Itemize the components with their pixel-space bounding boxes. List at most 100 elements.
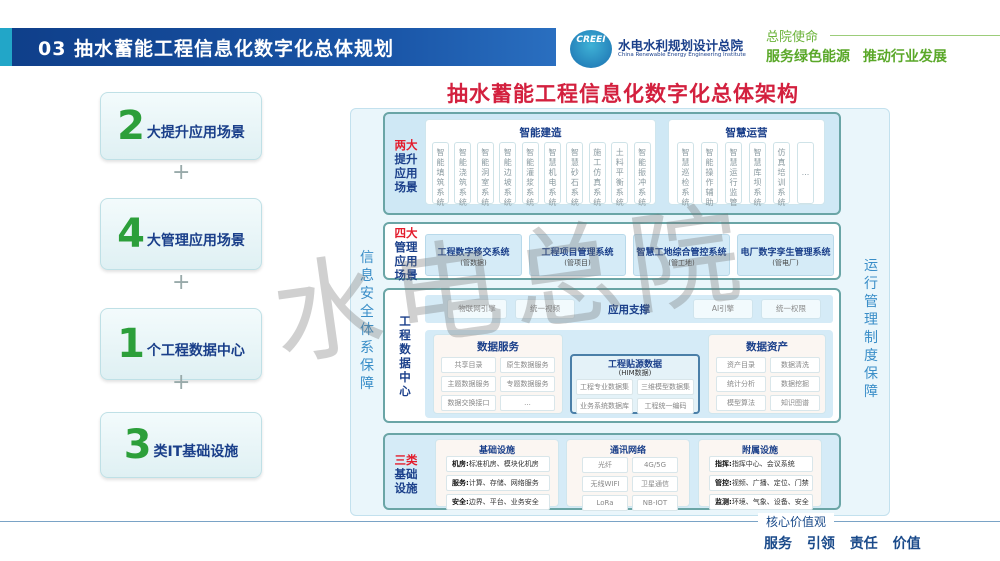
security-column: 信息安全体系保障	[360, 250, 374, 392]
section-infrastructure: 三类基础设施 基础设施 机房:标准机房、模块化机房服务:计算、存储、网络服务安全…	[383, 433, 841, 511]
facility-key: 安全:	[452, 498, 469, 506]
facility-key: 监测:	[715, 498, 732, 506]
network-item: 卫星通信	[632, 476, 678, 492]
card-text: 大管理应用场景	[146, 233, 245, 249]
facility-value: 指挥中心、会议系统	[731, 460, 795, 468]
facility-row: 机房:标准机房、模块化机房	[446, 456, 550, 472]
data-item: 工程统一编码	[637, 398, 694, 414]
facility-value: 环境、气象、设备、安全	[731, 498, 809, 506]
box-title: 附属设施	[741, 446, 778, 456]
system-item: 智能填筑系统	[432, 142, 449, 207]
data-item: 数据交换接口	[441, 395, 496, 411]
support-item: 统一权限	[761, 299, 821, 319]
box-title: 数据资产	[746, 341, 788, 353]
system-item: 智慧砂石系统	[566, 142, 584, 207]
facility-key: 指挥:	[715, 460, 732, 468]
facility-row: 指挥:指挥中心、会议系统	[709, 456, 813, 472]
data-item: 专题数据服务	[500, 376, 555, 392]
system-item: 仿真培训系统	[773, 142, 790, 207]
card-text: 类IT基础设施	[153, 444, 239, 460]
system-item: 智能浇筑系统	[454, 142, 472, 207]
smart-construction-box: 智能建造 智能填筑系统智能浇筑系统智能洞室系统智能边坡系统智能灌浆系统智慧机电系…	[425, 119, 656, 207]
data-item: 主题数据服务	[441, 376, 496, 392]
header-bar: 03 抽水蓄能工程信息化数字化总体规划	[0, 28, 556, 66]
facility-value: 边界、平台、业务安全	[468, 498, 539, 506]
system-scope: (管项目)	[564, 259, 591, 267]
data-item: 资产目录	[716, 357, 766, 373]
facility-key: 服务:	[452, 479, 469, 487]
section-upgrade-scenarios: 两大提升应用场景 智能建造 智能填筑系统智能浇筑系统智能洞室系统智能边坡系统智能…	[383, 112, 841, 215]
footer-divider	[0, 521, 1000, 522]
row-title: 应用支撑	[608, 304, 650, 316]
management-system: 电厂数字孪生管理系统(管电厂)	[737, 234, 834, 276]
system-name: 电厂数字孪生管理系统	[740, 248, 831, 258]
data-item: 统计分析	[716, 376, 766, 392]
system-item: 施工仿真系统	[588, 142, 606, 207]
system-item: 智能灌浆系统	[521, 142, 539, 207]
data-item: 数据清洗	[770, 357, 820, 373]
system-item: 智慧库坝系统	[749, 142, 766, 207]
smart-operation-box: 智慧运营 智慧巡检系统智能操作辅助智慧运行监管智慧库坝系统仿真培训系统...	[668, 119, 825, 207]
plus-icon: +	[172, 270, 191, 295]
system-item: 智慧机电系统	[544, 142, 561, 207]
system-item: 智慧巡检系统	[677, 142, 694, 207]
box-title: 智慧运营	[725, 127, 768, 139]
network-item: 无线WIFI	[582, 476, 628, 492]
system-item: 土料平衡系统	[611, 142, 629, 207]
creei-logo: CREEI	[570, 30, 612, 68]
mission-text: 服务绿色能源 推动行业发展	[766, 49, 947, 65]
facility-key: 机房:	[452, 460, 469, 468]
mission-divider	[830, 35, 1000, 36]
network-item: 4G/5G	[632, 457, 678, 473]
source-data-box: 工程贴源数据 (HIM数据) 工程专业数据集三维模型数据集业务系统数据库工程统一…	[570, 354, 700, 414]
core-values: 服务 引领 责任 价值	[764, 536, 921, 552]
label-highlight: 四大	[394, 226, 418, 240]
operation-column: 运行管理制度保障	[864, 258, 878, 400]
section-label: 工程数据中心	[399, 314, 411, 398]
facility-value: 计算、存储、网络服务	[468, 479, 539, 487]
system-item: 智能振冲系统	[633, 142, 651, 207]
card-number: 2	[117, 103, 145, 149]
section-label: 三类基础设施	[391, 453, 421, 495]
network-item: 光纤	[582, 457, 628, 473]
box-title: 工程贴源数据	[607, 360, 662, 370]
data-item: ...	[500, 395, 555, 411]
aux-facilities-box: 附属设施 指挥:指挥中心、会议系统管控:视频、广播、定位、门禁监测:环境、气象、…	[698, 439, 822, 510]
system-name: 工程数字移交系统	[437, 248, 510, 258]
data-item: 原生数据服务	[500, 357, 555, 373]
system-item: 智能操作辅助	[701, 142, 718, 207]
data-item: 模型算法	[716, 395, 766, 411]
system-name: 智慧工地综合管控系统	[636, 248, 727, 258]
facility-row: 管控:视频、广播、定位、门禁	[709, 475, 813, 491]
facility-row: 监测:环境、气象、设备、安全	[709, 494, 813, 510]
section-label: 四大管理应用场景	[391, 226, 421, 282]
management-system: 智慧工地综合管控系统(管工地)	[633, 234, 730, 276]
data-item: 数据挖掘	[770, 376, 820, 392]
org-name-en: China Renewable Energy Engineering Insti…	[618, 52, 746, 58]
section-label: 两大提升应用场景	[391, 138, 421, 194]
box-title: 数据服务	[477, 341, 519, 353]
facility-value: 标准机房、模块化机房	[468, 460, 539, 468]
label-text: 提升应用场景	[394, 152, 418, 194]
support-item: AI引擎	[693, 299, 753, 319]
label-highlight: 三类	[394, 453, 418, 467]
card-number: 4	[117, 211, 145, 257]
card-number: 3	[123, 422, 152, 468]
data-item: 共享目录	[441, 357, 496, 373]
management-system: 工程数字移交系统(管数据)	[425, 234, 522, 276]
system-item: 智能边坡系统	[499, 142, 517, 207]
label-text: 基础设施	[394, 467, 418, 495]
card-number: 1	[117, 321, 145, 367]
data-item: 知识图谱	[770, 395, 820, 411]
system-scope: (管数据)	[460, 259, 487, 267]
data-assets-box: 数据资产 资产目录数据清洗统计分析数据挖掘模型算法知识图谱	[708, 334, 826, 414]
logo-text: CREEI	[576, 35, 606, 45]
label-text: 管理应用场景	[394, 240, 418, 282]
